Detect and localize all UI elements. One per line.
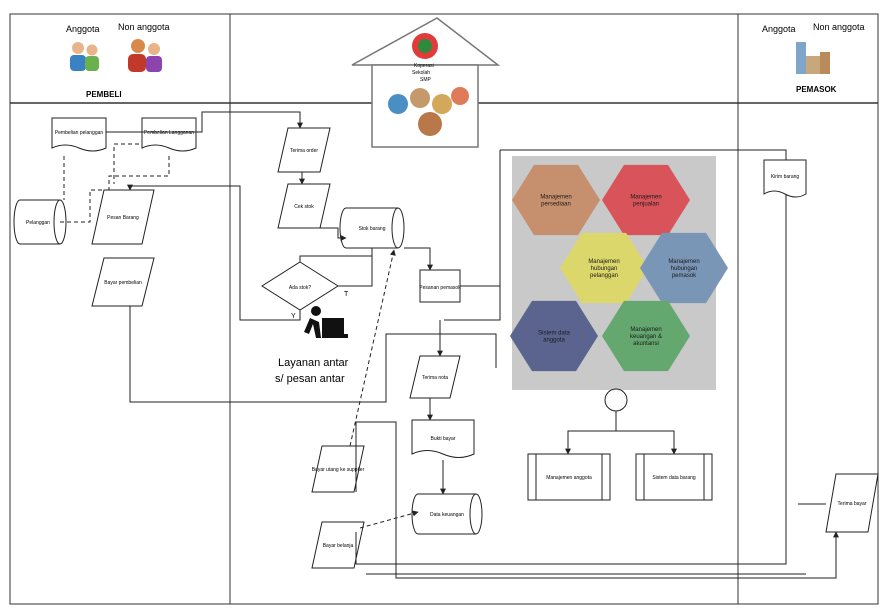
doc-kirim-barang: Kirim barang (763, 159, 807, 198)
para-terima-order-label: Terima order (290, 148, 318, 154)
hexagon-label-line: anggota (543, 338, 565, 344)
doc-bukti-bayar: Bukti bayar (411, 419, 475, 458)
proc-manajemen-anggota: Manajemen anggota (527, 453, 611, 501)
hexagon-label-line: pelanggan (590, 273, 618, 279)
hexagon-label-line: Sistem data (538, 331, 570, 337)
koperasi-logo-house: Koperasi Sekolah SMP (351, 17, 501, 148)
para-terima-bayar: Terima bayar (825, 473, 879, 533)
pemasok-lane-title: PEMASOK (796, 85, 837, 94)
hexagon-label-line: penjualan (633, 202, 659, 208)
pembeli-lane-title: PEMBELI (86, 90, 122, 99)
hexagon-shape (512, 164, 600, 236)
hexagon-label-line: pemasok (672, 273, 697, 279)
para-pesan-barang: Pesan Barang (91, 189, 155, 245)
modules-hexagon-panel: ManajemenpersediaanManajemenpenjualanMan… (510, 156, 728, 390)
hexagon-shape (510, 300, 598, 372)
connector-circle (604, 388, 628, 412)
hexagon-label-line: hubungan (671, 266, 698, 272)
pembeli-non-anggota-label: Non anggota (118, 22, 170, 32)
storage-data-keuangan: Data keuangan (411, 493, 483, 535)
para-bayar-belanja-label: Bayar belanja (323, 543, 354, 549)
logo-text-1: Koperasi (414, 63, 434, 69)
supplier-icon (796, 42, 830, 74)
doc-pembelian-pelanggan: Pembelian pelanggan (51, 117, 107, 152)
doc-pembelian-langganan-label: Pembelian Langganan (144, 130, 194, 136)
hexagon-label-line: Manajemen (540, 195, 571, 201)
para-bayar-pembelian-label: Bayar pembelian (104, 280, 142, 286)
hexagon-label-line: Manajemen (630, 195, 661, 201)
hexagon-shape (640, 232, 728, 304)
hexagon-label-line: Manajemen (630, 327, 661, 333)
pembeli-anggota-label: Anggota (66, 24, 100, 34)
connectors (60, 104, 839, 579)
para-cek-stok-label: Cek stok (294, 204, 314, 210)
hexagon-label-line: akuntansi (633, 341, 659, 347)
para-bayar-utang-label: Bayar utang ke supplier (312, 467, 365, 473)
proc-sistem-data-barang: Sistem data barang (635, 453, 713, 501)
hexagon-shape (602, 164, 690, 236)
para-bayar-pembelian: Bayar pembelian (91, 257, 155, 307)
hexagon-label-line: hubungan (591, 266, 618, 272)
doc-pembelian-pelanggan-label: Pembelian pelanggan (55, 130, 104, 136)
logo-text-3: SMP (420, 77, 432, 83)
hexagon-shape (560, 232, 648, 304)
proc-manajemen-anggota-label: Manajemen anggota (546, 475, 592, 481)
storage-pelanggan: Pelanggan (13, 199, 67, 245)
para-pesan-barang-label: Pesan Barang (107, 215, 139, 221)
storage-stok-barang: Stok barang (339, 207, 405, 249)
doc-kirim-barang-label: Kirim barang (771, 174, 800, 180)
proc-pesanan-pemasok: Pesanan pemasok (419, 269, 461, 303)
para-terima-bayar-label: Terima bayar (838, 501, 867, 507)
hexagon-label-line: persediaan (541, 202, 571, 208)
lane-pemasok-header: Anggota Non anggota PEMASOK (762, 22, 865, 94)
storage-data-keuangan-label: Data keuangan (430, 512, 464, 518)
delivery-person-icon (304, 306, 348, 338)
storage-stok-barang-label: Stok barang (359, 226, 386, 232)
storage-pelanggan-label: Pelanggan (26, 220, 50, 226)
delivery-label-1: Layanan antar (278, 357, 349, 369)
pemasok-non-anggota-label: Non anggota (813, 22, 865, 32)
hexagon-shape (602, 300, 690, 372)
doc-bukti-bayar-label: Bukti bayar (430, 436, 455, 442)
para-terima-nota-label: Terima nota (422, 375, 448, 381)
para-bayar-belanja: Bayar belanja (311, 521, 365, 569)
proc-sistem-data-barang-label: Sistem data barang (652, 475, 696, 481)
para-terima-nota: Terima nota (409, 355, 461, 399)
buyer-group-icon (70, 39, 162, 72)
hexagon-label-line: keuangan & (630, 334, 662, 340)
logo-text-2: Sekolah (412, 70, 430, 76)
doc-pembelian-langganan: Pembelian Langganan (141, 117, 197, 152)
proc-pesanan-pemasok-label: Pesanan pemasok (419, 285, 461, 291)
decision-no-label: T (344, 291, 349, 298)
hexagon-layer: ManajemenpersediaanManajemenpenjualanMan… (510, 164, 728, 372)
para-terima-order: Terima order (277, 127, 331, 173)
hexagon-label-line: Manajemen (668, 259, 699, 265)
lane-pembeli-header: Anggota Non anggota PEMBELI (66, 22, 170, 99)
delivery-label-2: s/ pesan antar (275, 373, 345, 385)
decision-label: Ada stok? (289, 285, 311, 291)
pemasok-anggota-label: Anggota (762, 24, 796, 34)
hexagon-label-line: Manajemen (588, 259, 619, 265)
decision-yes-label: Y (291, 313, 296, 320)
